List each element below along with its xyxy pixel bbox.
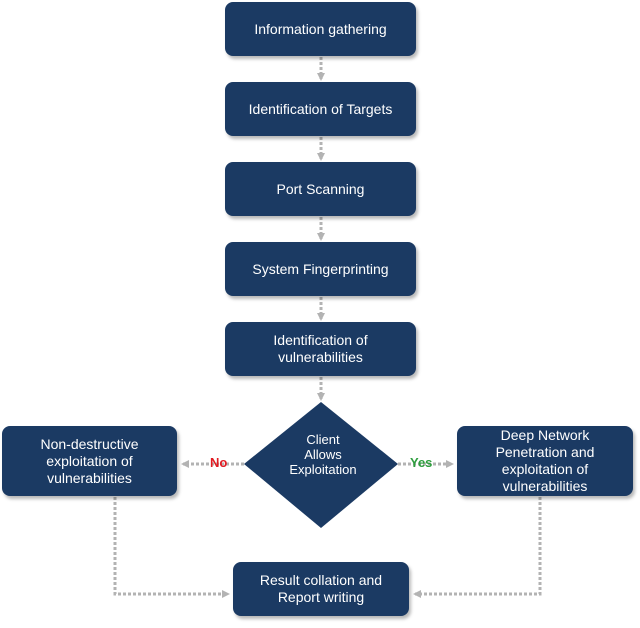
outcome-label: Deep Network Penetration and exploitatio…: [495, 427, 595, 494]
step-label: Identification of vulnerabilities: [273, 332, 368, 365]
connector-right-to-final: [413, 497, 542, 598]
connector-left-to-final: [113, 497, 230, 598]
step-identification-of-targets: Identification of Targets: [225, 82, 416, 136]
final-label: Result collation and Report writing: [259, 572, 383, 605]
step-identification-of-vulnerabilities: Identification of vulnerabilities: [225, 322, 416, 376]
outcome-label: Non-destructive exploitation of vulnerab…: [40, 435, 139, 486]
outcome-non-destructive-exploitation: Non-destructive exploitation of vulnerab…: [2, 426, 177, 496]
step-label: Identification of Targets: [248, 100, 393, 117]
step-port-scanning: Port Scanning: [225, 162, 416, 216]
step-system-fingerprinting: System Fingerprinting: [225, 242, 416, 296]
branch-yes-label: Yes: [410, 455, 433, 470]
decision-label: Client Allows Exploitation: [289, 432, 357, 477]
step-label: Information gathering: [254, 20, 387, 37]
branch-no-label: No: [210, 455, 228, 470]
step-information-gathering: Information gathering: [225, 2, 416, 56]
outcome-deep-network-penetration: Deep Network Penetration and exploitatio…: [457, 426, 633, 496]
decision-diamond: [244, 402, 398, 528]
step-label: Port Scanning: [276, 180, 365, 197]
final-report-writing: Result collation and Report writing: [233, 562, 409, 616]
step-label: System Fingerprinting: [252, 260, 389, 277]
